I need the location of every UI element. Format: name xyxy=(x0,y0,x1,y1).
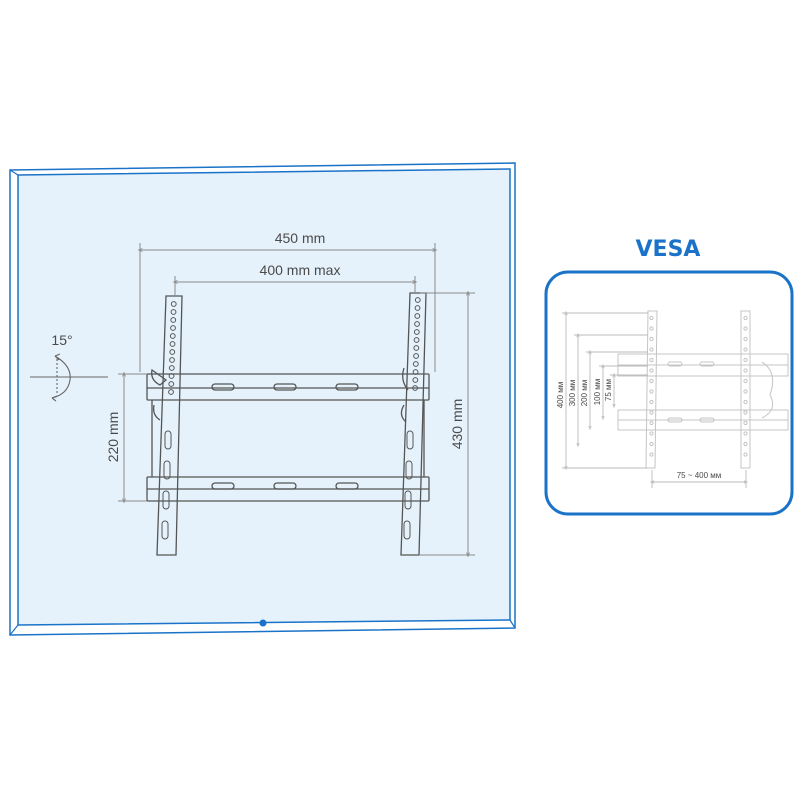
arm-hole xyxy=(649,410,654,415)
arm-hole xyxy=(413,329,420,335)
arm-slot xyxy=(406,430,414,450)
arm-hole xyxy=(743,420,748,426)
arm-hole xyxy=(414,321,420,327)
arm-hole xyxy=(649,441,654,447)
vesa-holes xyxy=(649,315,748,457)
arm-hole xyxy=(412,377,419,383)
vesa-300-label: 300 мм xyxy=(568,380,577,407)
arm-hole xyxy=(168,381,175,387)
vesa-panel xyxy=(544,270,794,516)
arm-hole xyxy=(168,389,174,395)
arm-hole xyxy=(743,326,748,331)
arm-hole xyxy=(743,347,748,352)
vesa-dimension-lines xyxy=(562,313,746,488)
arm-hole xyxy=(170,301,177,307)
width-outer-label: 450 mm xyxy=(275,230,326,246)
arm-slot xyxy=(162,490,170,510)
left-mounting-arm xyxy=(151,295,183,556)
arm-hole xyxy=(412,369,419,375)
arm-hole xyxy=(649,326,654,331)
tv-screen xyxy=(9,162,516,636)
arm-hole xyxy=(743,399,748,405)
arm-hole xyxy=(649,431,654,436)
power-led-icon xyxy=(259,619,267,627)
arm-slot xyxy=(405,460,413,480)
arm-hole xyxy=(168,373,175,379)
dimension-lines xyxy=(118,243,475,555)
arm-slot xyxy=(403,520,411,540)
arm-hole xyxy=(649,315,654,321)
arm-hole xyxy=(169,341,176,347)
arm-hole xyxy=(743,389,748,394)
arm-hole xyxy=(168,365,175,371)
arm-hole xyxy=(412,385,418,391)
arm-hole xyxy=(743,441,748,447)
arm-hole xyxy=(743,410,748,415)
arm-hole xyxy=(169,349,176,355)
vesa-bracket-sketch xyxy=(617,310,789,469)
vesa-title: VESA xyxy=(636,237,701,262)
vesa-200-label: 200 мм xyxy=(580,380,589,407)
vesa-75-label: 75 мм xyxy=(604,379,613,401)
arm-hole xyxy=(649,347,654,352)
arm-hole xyxy=(170,309,177,315)
arm-hole xyxy=(413,345,420,351)
arm-hole xyxy=(743,336,748,342)
arm-hole xyxy=(413,337,420,343)
arm-slot xyxy=(164,430,172,450)
arm-hole xyxy=(414,305,421,311)
arm-hole xyxy=(743,368,748,373)
arm-hole xyxy=(649,452,654,457)
arm-slot xyxy=(161,520,169,540)
tilt-angle-label: 15° xyxy=(51,332,72,348)
arm-hole xyxy=(649,399,654,405)
arm-hole xyxy=(649,368,654,373)
vesa-100-label: 100 мм xyxy=(593,379,602,406)
arm-hole xyxy=(414,297,421,303)
arm-hole xyxy=(649,336,654,342)
arm-hole xyxy=(743,357,748,363)
width-inner-label: 400 mm max xyxy=(260,262,341,278)
arm-hole xyxy=(743,452,748,457)
vesa-400-label: 400 мм xyxy=(556,382,565,409)
height-right-label: 430 mm xyxy=(449,399,465,450)
arm-hole xyxy=(743,431,748,436)
vesa-horizontal-label: 75 ~ 400 мм xyxy=(677,471,722,480)
arm-holes xyxy=(161,297,421,540)
arm-hole xyxy=(169,357,175,363)
arm-hole xyxy=(169,333,176,339)
arm-hole xyxy=(414,313,421,319)
arm-hole xyxy=(170,317,177,323)
arm-hole xyxy=(170,325,176,331)
arm-hole xyxy=(413,353,419,359)
rotation-arrow-icon xyxy=(30,353,108,402)
height-left-label: 220 mm xyxy=(105,412,121,463)
arm-hole xyxy=(743,378,748,384)
arm-hole xyxy=(649,389,654,394)
wall-plate xyxy=(146,373,430,502)
arm-hole xyxy=(649,420,654,426)
arm-hole xyxy=(412,361,419,367)
arm-hole xyxy=(649,378,654,384)
arm-slot xyxy=(404,490,412,510)
arm-hole xyxy=(649,357,654,363)
arm-slot xyxy=(163,460,171,480)
arm-hole xyxy=(743,315,748,321)
